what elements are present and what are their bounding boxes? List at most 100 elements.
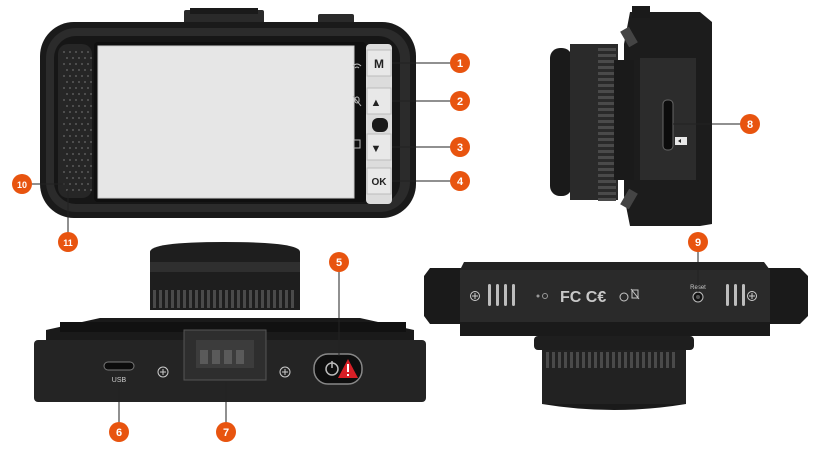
speaker-hole [81,183,83,185]
speaker-hole [78,177,80,179]
speaker-hole [90,177,92,179]
lens-ridge [588,352,591,368]
lens-ridge [261,290,264,308]
lens-ridge [570,352,573,368]
speaker-hole [63,135,65,137]
lens-ridge [201,290,204,308]
speaker-hole [84,153,86,155]
speaker-hole [84,177,86,179]
speaker-hole [90,93,92,95]
speaker-hole [84,57,86,59]
lens-ridge [666,352,669,368]
lens-ridge [195,290,198,308]
speaker-hole [75,123,77,125]
speaker-hole [69,87,71,89]
usb-port[interactable] [104,362,134,370]
vent-slot [742,284,745,306]
lens-ridge [630,352,633,368]
speaker-hole [84,69,86,71]
lens-ridge [598,156,616,159]
speaker-hole [84,141,86,143]
callout-9-label: 9 [695,237,701,249]
speaker-hole [87,75,89,77]
speaker-hole [75,171,77,173]
callout-9: 9 [688,232,708,252]
callout-2: 2 [450,91,470,111]
speaker-hole [75,51,77,53]
speaker-hole [72,81,74,83]
speaker-hole [72,69,74,71]
speaker-hole [63,111,65,113]
vent-slot [512,284,515,306]
lens-ridge [165,290,168,308]
speaker-hole [84,189,86,191]
callout-1-label: 1 [457,58,463,70]
lens-ridge [598,54,616,57]
speaker-hole [75,99,77,101]
lens-ridge [153,290,156,308]
menu-button-label: M [374,57,384,71]
speaker-hole [63,159,65,161]
speaker-hole [87,171,89,173]
callout-3-label: 3 [457,142,463,154]
speaker-hole [69,99,71,101]
speaker-hole [66,93,68,95]
speaker-hole [90,117,92,119]
callout-4-label: 4 [457,176,464,188]
speaker-hole [63,147,65,149]
speaker-hole [87,123,89,125]
speaker-hole [69,135,71,137]
speaker-hole [81,87,83,89]
speaker-hole [90,189,92,191]
lens-ridge [582,352,585,368]
speaker-hole [75,75,77,77]
sd-card-slot[interactable] [663,100,673,150]
speaker-hole [66,69,68,71]
lens-ridge [598,84,616,87]
lens-ridge [225,290,228,308]
speaker-hole [69,111,71,113]
speaker-hole [78,105,80,107]
speaker-hole [72,189,74,191]
speaker-hole [66,165,68,167]
lens-ridge [594,352,597,368]
lens-ridge [564,352,567,368]
speaker-hole [69,123,71,125]
lens-ridge [598,186,616,189]
speaker-hole [75,147,77,149]
speaker-hole [90,153,92,155]
lens-ridge [598,48,616,51]
lens-ridge [183,290,186,308]
lens-ridge [598,126,616,129]
lens-ridge [598,138,616,141]
speaker-hole [81,147,83,149]
speaker-hole [90,165,92,167]
speaker-hole [66,81,68,83]
lens-ridge [598,192,616,195]
speaker-hole [66,57,68,59]
speaker-hole [87,135,89,137]
speaker-hole [66,117,68,119]
lens-ridge [598,162,616,165]
speaker-hole [72,105,74,107]
reset-button[interactable] [693,292,703,302]
speaker-hole [90,105,92,107]
speaker-hole [84,129,86,131]
lens-ridge [598,150,616,153]
lens-ridge [285,290,288,308]
lens-ridge [598,90,616,93]
lens-ridge [598,78,616,81]
callout-5: 5 [329,252,349,272]
lens-ridge [177,290,180,308]
bottom-view: USB [34,242,426,402]
speaker-hole [78,81,80,83]
speaker-hole [84,105,86,107]
speaker-hole [75,183,77,185]
speaker-hole [84,165,86,167]
speaker-hole [78,165,80,167]
speaker-hole [72,141,74,143]
ok-button-label: OK [372,177,388,188]
lens-ridge [231,290,234,308]
lens-ridge [598,180,616,183]
lens-ridge [598,198,616,201]
